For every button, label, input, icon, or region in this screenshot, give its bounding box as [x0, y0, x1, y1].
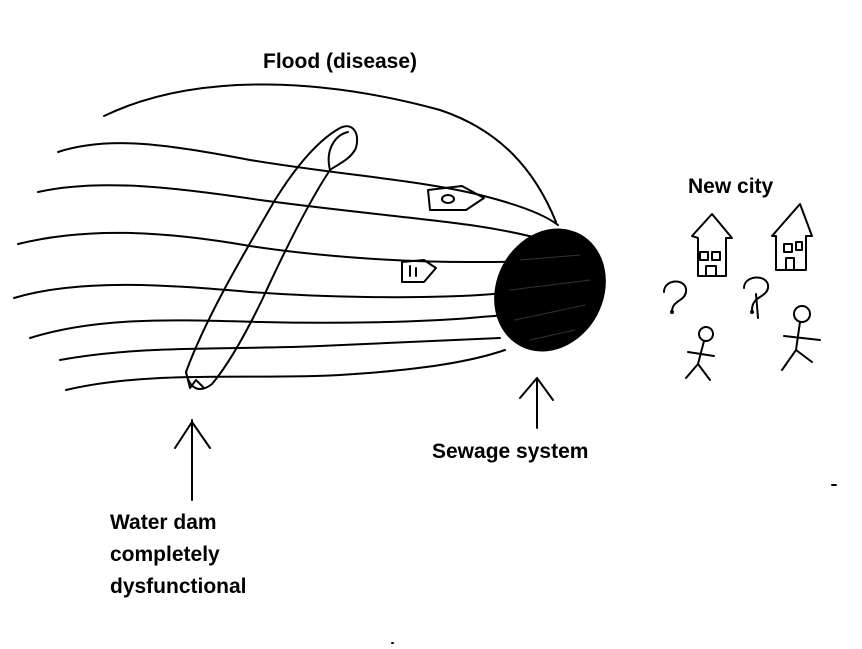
flood-wave-line	[13, 283, 516, 299]
person-icon	[781, 305, 821, 371]
flood-wave-line	[37, 184, 546, 241]
sewage-system-label: Sewage system	[432, 440, 589, 463]
person-icon	[685, 326, 715, 381]
new-city-label: New city	[688, 175, 774, 198]
sewage-system	[494, 228, 606, 352]
dam-crack	[185, 371, 205, 389]
debris-house-1-detail	[441, 194, 455, 204]
new-city	[663, 203, 821, 381]
question-mark-icon	[743, 276, 770, 319]
sewage-blob	[494, 228, 606, 352]
sewage-arrow	[519, 377, 554, 429]
water-dam-label-line: Water dam	[110, 511, 217, 534]
dam-arrow-head	[174, 421, 211, 449]
flood-label: Flood (disease)	[263, 50, 418, 73]
debris-house-2	[401, 259, 437, 283]
flood-waves	[13, 83, 559, 391]
sewage-scribble	[509, 254, 591, 341]
flood-wave-line	[57, 142, 559, 226]
water-dam-label-line: dysfunctional	[110, 575, 247, 598]
house-icon	[691, 213, 733, 277]
debris	[401, 185, 485, 283]
water-dam	[185, 125, 358, 390]
dam-arrow	[174, 419, 211, 501]
flood-wave-line	[29, 313, 509, 339]
flood-wave-line	[103, 83, 557, 223]
dam-outline	[185, 125, 358, 390]
flood-wave-line	[65, 349, 506, 391]
dam-inner-line	[327, 131, 349, 171]
question-mark-icon	[663, 280, 688, 314]
debris-house-2-detail	[409, 265, 417, 277]
flood-wave-line	[17, 231, 536, 263]
flood-wave-line	[59, 337, 501, 361]
stray-marks	[391, 484, 837, 644]
house-icon	[771, 203, 813, 271]
debris-house-1	[427, 185, 485, 211]
water-dam-label-line: completely	[110, 543, 220, 566]
sewage-arrow-head	[519, 377, 554, 401]
water-dam-label: Water dam completely dysfunctional	[110, 507, 247, 603]
